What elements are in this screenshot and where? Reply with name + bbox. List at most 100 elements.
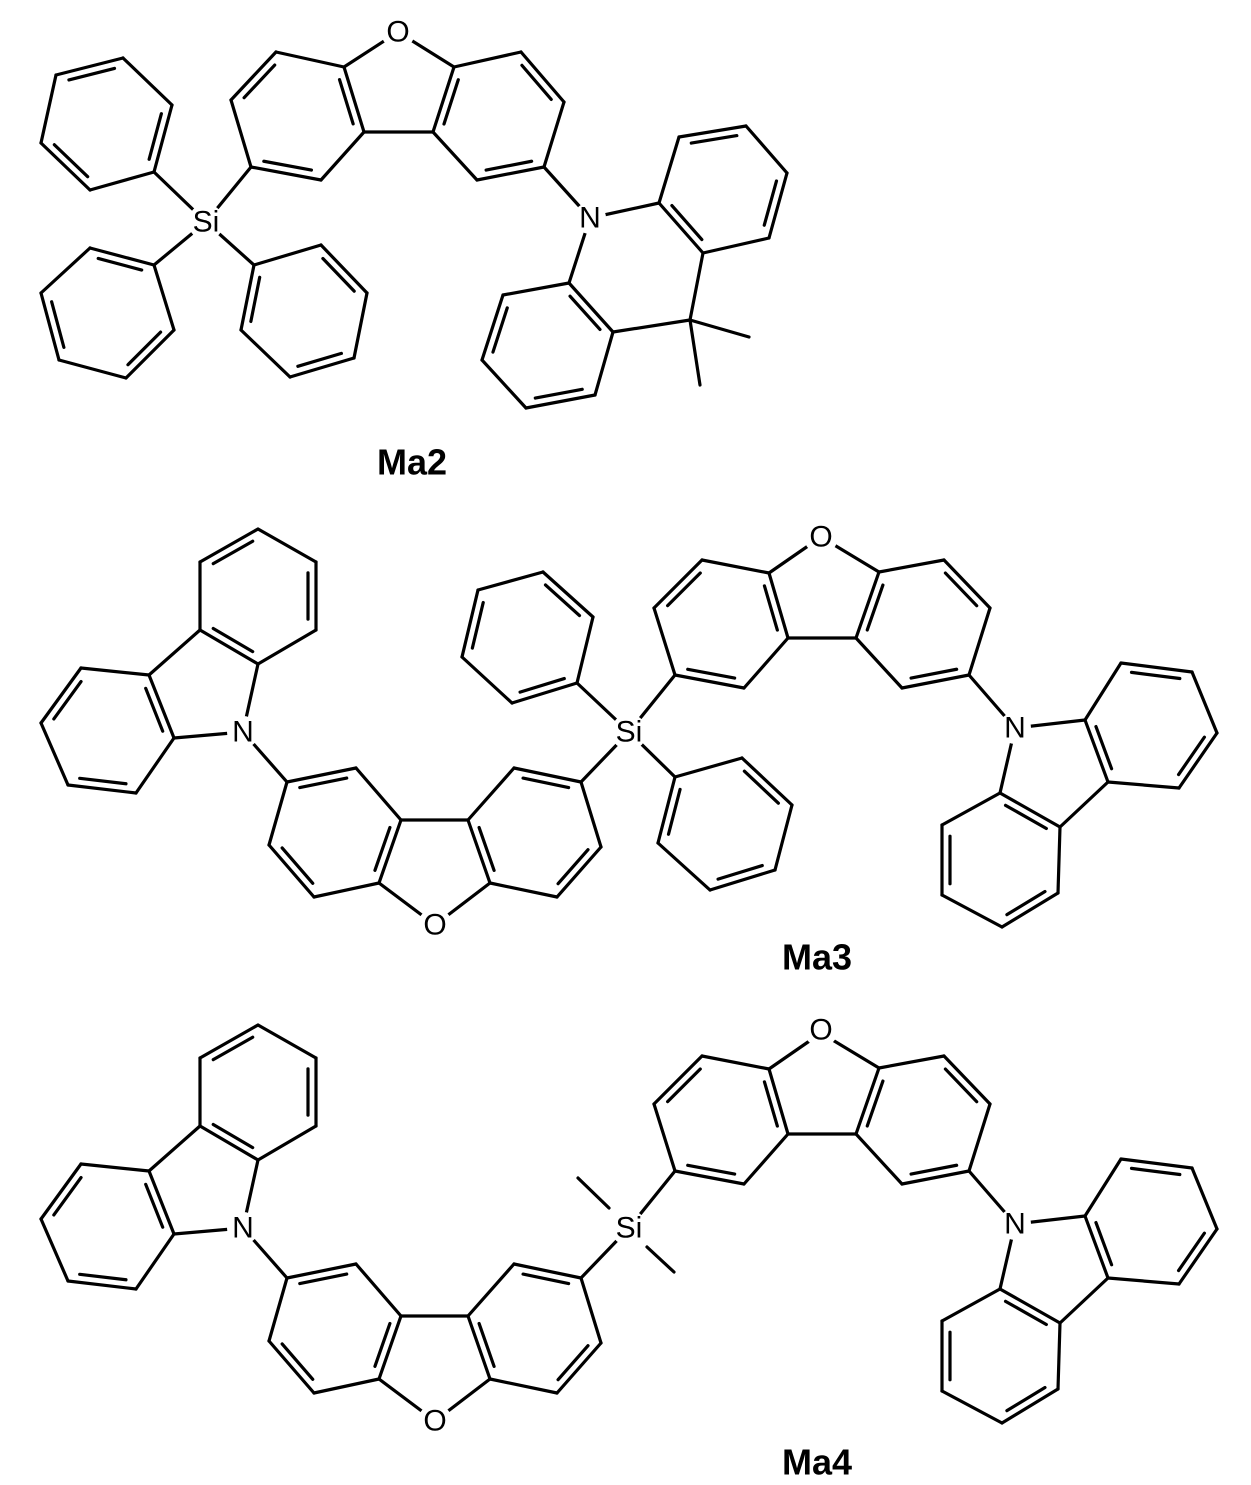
ring-bond xyxy=(702,1056,769,1069)
double-bond-inner xyxy=(146,1184,163,1227)
ring-bond xyxy=(659,137,679,203)
ring-bond xyxy=(944,1056,990,1104)
double-bond-inner xyxy=(479,1324,494,1367)
ring-bond xyxy=(478,572,543,590)
atom-si: Si xyxy=(616,1212,643,1245)
atom-o: O xyxy=(386,16,409,49)
ring-bond xyxy=(1121,1159,1192,1168)
ring-bond xyxy=(354,293,367,358)
ring-bond xyxy=(90,248,154,265)
atom-n: N xyxy=(1004,712,1026,745)
atom-o: O xyxy=(423,909,446,942)
ring-bond xyxy=(321,245,367,293)
ring-bond xyxy=(1108,1278,1179,1284)
double-bond-inner xyxy=(264,161,312,170)
ring-bond xyxy=(942,1391,1002,1423)
ring-bond xyxy=(675,758,742,777)
ring-bond xyxy=(1002,893,1058,927)
ring-bond xyxy=(557,1343,601,1393)
ring-bond xyxy=(314,883,379,897)
ring-bond xyxy=(769,1069,788,1134)
ring-bond xyxy=(521,52,564,102)
double-bond-inner xyxy=(535,389,582,398)
atom-n: N xyxy=(232,1212,254,1245)
ring-bond xyxy=(1192,672,1217,733)
ring-bond xyxy=(59,360,126,378)
ring-bond xyxy=(454,52,521,67)
ring-bond xyxy=(90,172,154,190)
ring-bond xyxy=(654,608,675,675)
ring-bond xyxy=(742,758,792,805)
ring-bond xyxy=(126,330,174,378)
ring-bond xyxy=(969,608,990,675)
ring-bond xyxy=(287,1264,356,1278)
ring-bond xyxy=(81,668,149,675)
double-bond-inner xyxy=(867,585,883,630)
ring-bond xyxy=(942,895,1002,927)
double-bond-inner xyxy=(251,277,260,321)
ring-bond xyxy=(490,883,557,897)
ring-bond xyxy=(482,360,526,408)
ring-bond xyxy=(231,52,276,100)
ring-bond xyxy=(41,75,56,143)
ring-bond xyxy=(41,143,90,190)
atom-o: O xyxy=(809,1014,832,1047)
atom-o: O xyxy=(809,521,832,554)
ring-bond xyxy=(1192,1168,1217,1229)
ring-bond xyxy=(879,1056,944,1068)
ring-bond xyxy=(1108,782,1179,788)
ring-bond xyxy=(68,785,136,793)
ring-bond xyxy=(769,173,787,238)
ring-bond xyxy=(269,782,287,845)
ring-bond xyxy=(41,1164,81,1219)
ring-bond xyxy=(269,1341,314,1393)
atom-o: O xyxy=(423,1405,446,1438)
double-bond-inner xyxy=(146,688,163,731)
ring-bond xyxy=(200,630,258,664)
ring-bond xyxy=(258,1025,316,1058)
ring-bond xyxy=(654,1104,675,1171)
atom-n: N xyxy=(1004,1208,1026,1241)
ring-bond xyxy=(879,560,944,572)
ring-bond xyxy=(287,768,356,782)
compound-label-ma3: Ma3 xyxy=(782,937,852,978)
bond xyxy=(690,320,749,337)
atom-n: N xyxy=(579,202,601,235)
ring-bond xyxy=(276,52,344,67)
double-bond-inner xyxy=(486,161,532,170)
ring-bond xyxy=(1058,827,1060,893)
double-bond-inner xyxy=(1096,727,1112,769)
ring-bond xyxy=(702,560,769,573)
ring-bond xyxy=(81,1164,149,1171)
ring-bond xyxy=(258,529,316,562)
ring-bond xyxy=(241,330,290,377)
ring-bond xyxy=(544,102,564,167)
double-bond-inner xyxy=(1132,1168,1180,1174)
ring-bond xyxy=(41,723,68,785)
ring-bond xyxy=(433,132,477,180)
ring-bond xyxy=(1000,1289,1060,1323)
ring-bond xyxy=(1002,1389,1058,1423)
ring-bond xyxy=(1179,1229,1217,1284)
double-bond-inner xyxy=(911,669,957,678)
ring-bond xyxy=(136,1234,174,1289)
molecule-ma4: Si O O N N Ma4 xyxy=(227,1013,1031,1483)
ring-bond xyxy=(123,58,172,105)
ring-bond xyxy=(569,283,613,332)
ring-bond xyxy=(654,560,702,608)
ring-bond xyxy=(1085,663,1121,720)
ring-bond xyxy=(744,1134,788,1184)
bond xyxy=(1060,1278,1108,1323)
ring-bond xyxy=(468,768,514,820)
ring-bond xyxy=(543,572,593,617)
ring-bond xyxy=(769,573,788,638)
ring-bond xyxy=(258,630,316,664)
ring-bond xyxy=(744,638,788,688)
ring-bond xyxy=(154,265,174,330)
ring-bond xyxy=(41,1219,68,1281)
compound-label-ma2: Ma2 xyxy=(377,442,447,483)
ring-bond xyxy=(200,1025,258,1058)
ring-bond xyxy=(56,58,123,75)
double-bond-inner xyxy=(867,1081,883,1126)
